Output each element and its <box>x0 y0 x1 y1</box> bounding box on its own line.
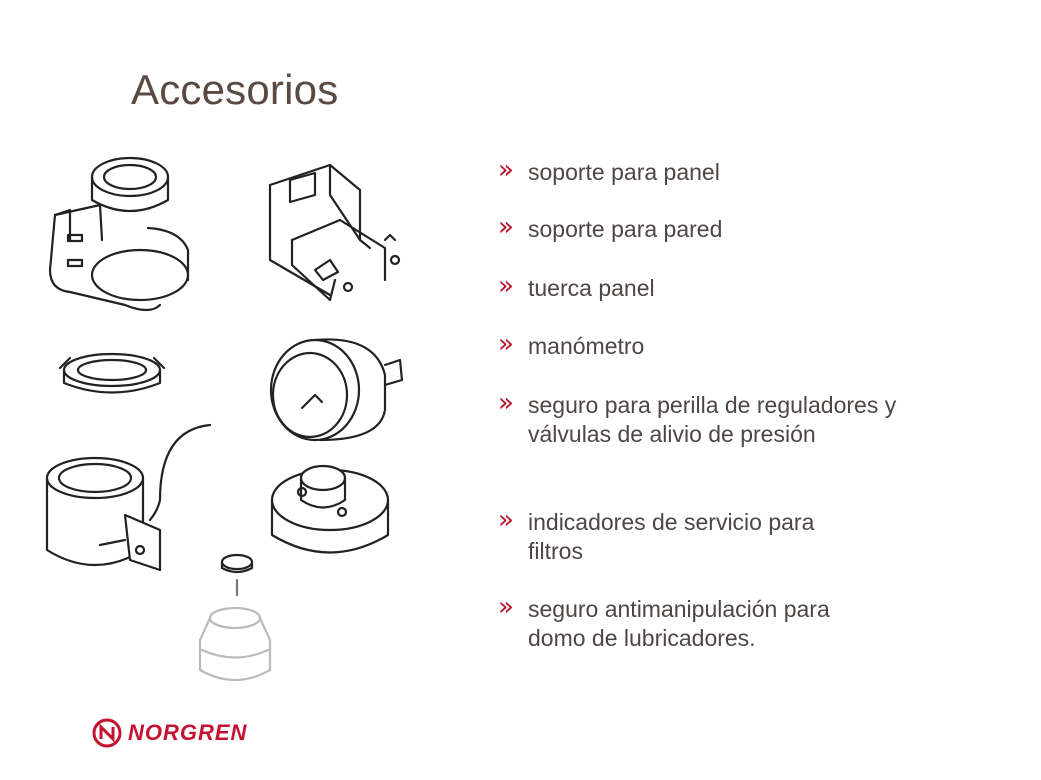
bullet-marker: » <box>498 505 514 535</box>
norgren-emblem-icon <box>92 718 122 748</box>
service-indicator-drawing <box>45 423 212 572</box>
bullet-text: indicadores de servicio para filtros <box>528 509 815 564</box>
bullet-marker: » <box>498 212 514 242</box>
wall-bracket-drawing <box>268 163 401 302</box>
bullet-marker: » <box>498 592 514 622</box>
slide-title: Accesorios <box>131 66 339 113</box>
bullet-text: soporte para panel <box>528 159 720 185</box>
bullet-text: soporte para pared <box>528 216 723 242</box>
bullet-item: » seguro para perilla de reguladores y v… <box>498 388 908 449</box>
bullet-marker: » <box>498 271 514 301</box>
panel-bracket-drawing <box>48 156 190 312</box>
bullet-item: » seguro antimanipulación para domo de l… <box>498 592 888 653</box>
panel-nut-drawing <box>58 352 166 394</box>
accessories-illustration <box>45 156 404 681</box>
bullet-item: » soporte para pared <box>498 212 918 244</box>
knob-lock-drawing <box>270 464 390 554</box>
bullet-text: seguro para perilla de reguladores y vál… <box>528 392 897 447</box>
bullet-item: » indicadores de servicio para filtros <box>498 505 868 566</box>
dome-lock-drawing <box>198 553 272 681</box>
bullet-text: manómetro <box>528 333 645 359</box>
bullet-marker: » <box>498 329 514 359</box>
bullet-marker: » <box>498 388 514 418</box>
bullet-marker: » <box>498 155 514 185</box>
bullet-item: » tuerca panel <box>498 271 918 303</box>
bullet-item: » manómetro <box>498 329 918 361</box>
bullet-text: seguro antimanipulación para domo de lub… <box>528 596 830 651</box>
bullet-text: tuerca panel <box>528 275 655 301</box>
gauge-drawing <box>269 338 404 442</box>
bullet-item: » soporte para panel <box>498 155 918 187</box>
norgren-logo: NORGREN <box>92 717 247 749</box>
logo-wordmark: NORGREN <box>128 720 248 745</box>
